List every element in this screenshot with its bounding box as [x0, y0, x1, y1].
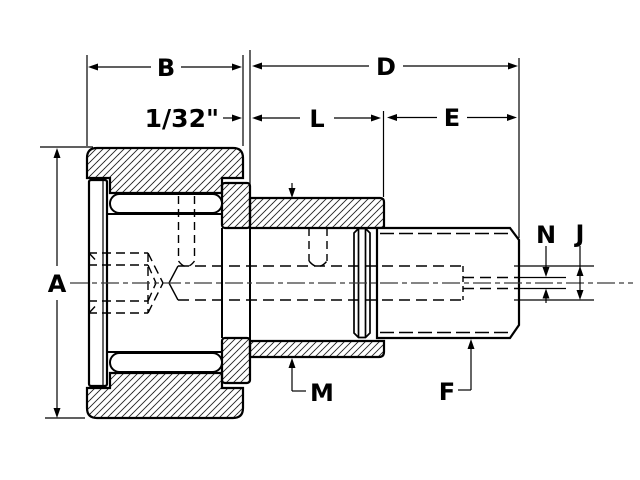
label-j: J — [574, 220, 585, 248]
label-f: F — [439, 378, 455, 406]
label-a: A — [48, 270, 67, 298]
label-m: M — [310, 379, 334, 407]
stud-flange-section — [248, 196, 386, 359]
radial-grease-holes-hidden — [177, 196, 328, 268]
label-n: N — [536, 221, 556, 249]
thread-minor-diameter-hidden — [380, 232, 513, 334]
part-edge-lines — [108, 198, 594, 357]
dimension-labels: A B D 1/32" L E N J M F — [48, 53, 585, 407]
dimension-arrowheads — [53, 62, 584, 418]
label-b: B — [157, 54, 175, 82]
label-gap: 1/32" — [145, 104, 219, 133]
label-e: E — [444, 104, 460, 132]
label-d: D — [376, 53, 396, 81]
roller-outer-ring-section — [85, 146, 245, 420]
label-l: L — [309, 105, 324, 133]
